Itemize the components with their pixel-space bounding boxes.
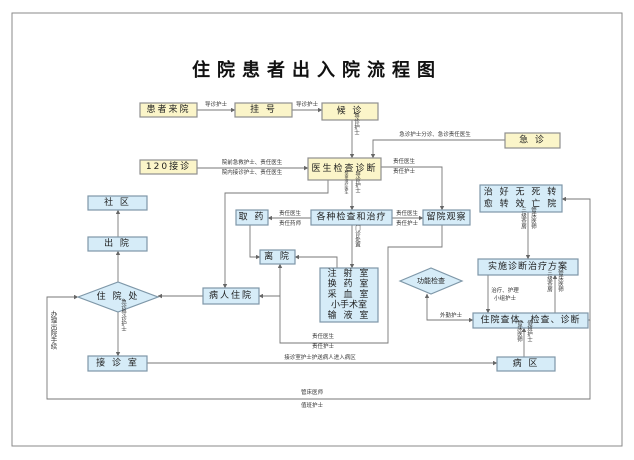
svg-text:输 液 室: 输 液 室 [328, 309, 371, 321]
label-resp-doctor: 责任医生 [312, 332, 335, 340]
label-duty-nurse: 值班护士 [526, 319, 533, 343]
node-treatment-rooms: 注 射 室 换 药 室 采 血 室 小手术室 输 液 室 [319, 267, 379, 323]
edge-labels: 导诊护士 导诊护士 导诊护士 院前急救护士、责任医生 院内接诊护士、责任医生 急… [49, 100, 564, 409]
label-resp-pharmacist: 责任药师 [279, 219, 302, 227]
svg-text:实施诊断治疗方案: 实施诊断治疗方案 [488, 260, 568, 272]
node-leave-hospital: 离 院 [259, 249, 296, 265]
label-escort: 接诊室护士护送病人进入病区 [284, 353, 356, 361]
svg-text:治 好 无 死 转: 治 好 无 死 转 [484, 186, 558, 198]
svg-text:患者来院: 患者来院 [146, 103, 190, 115]
label-resp-doctor: 责任医生 [279, 209, 302, 217]
svg-text:住 院 处: 住 院 处 [97, 290, 140, 302]
node-admission-office: 住 院 处 [76, 281, 160, 313]
node-outcome: 治 好 无 死 转愈 转 效 亡 院 [479, 184, 563, 213]
label-exam-doctor: 检查治疗医生 [345, 169, 350, 194]
label-prehospital: 院前急救护士、责任医生 [222, 158, 283, 166]
label-guide-nurse: 导诊护士 [354, 171, 361, 194]
node-120-reception: 120接诊 [139, 159, 198, 175]
svg-text:功能检查: 功能检查 [417, 276, 445, 285]
label-field-nurse: 外勤护士 [440, 311, 463, 319]
node-ward: 病 区 [496, 356, 556, 372]
label-resp-doctor: 责任医生 [393, 157, 416, 165]
label-ward-round: 三级查房 [546, 270, 553, 294]
node-registration: 挂 号 [234, 102, 293, 118]
svg-text:急 诊: 急 诊 [519, 134, 546, 146]
node-reception-room: 接 诊 室 [87, 355, 148, 372]
label-emergency-triage: 急诊护士分诊、急诊责任医生 [399, 130, 471, 138]
node-function-test: 功能检查 [398, 267, 464, 295]
svg-text:采 血 室: 采 血 室 [328, 288, 371, 300]
node-pharmacy: 取 药 [235, 209, 269, 226]
label-emergency-guide-nurse: 急诊导诊护士 [120, 297, 127, 332]
label-resp-nurse: 责任护士 [393, 167, 416, 175]
label-bed-doctor: 管床医师 [516, 319, 523, 344]
svg-text:留院观察: 留院观察 [426, 211, 466, 223]
label-discharge-procedure: 办理出院手续 [49, 309, 57, 351]
node-observation: 留院观察 [422, 209, 471, 226]
svg-text:愈 转 效 亡 院: 愈 转 效 亡 院 [484, 198, 558, 210]
edge-rooms-leave [294, 254, 338, 268]
label-guide-nurse: 导诊护士 [205, 100, 228, 108]
label-resp-doctor: 责任医生 [396, 209, 419, 217]
label-outpatient-disposal: 门诊处置 [354, 224, 361, 248]
node-waiting: 候 诊 [321, 102, 379, 121]
edge-inpatient-outcome [561, 196, 591, 321]
node-inpatient-exam: 住院查体、检查、诊断 [472, 312, 589, 329]
node-discharge: 出 院 [87, 236, 148, 252]
edge-emergency-doctor [370, 139, 505, 159]
svg-text:病 区: 病 区 [513, 357, 540, 369]
node-admission: 病人住院 [202, 287, 260, 305]
node-treatment-plan: 实施诊断治疗方案 [477, 258, 579, 276]
label-guide-nurse: 导诊护士 [296, 100, 319, 108]
svg-text:接 诊 室: 接 诊 室 [96, 357, 139, 369]
label-inhospital: 院内接诊护士、责任医生 [222, 168, 283, 176]
page-title: 住院患者出入院流程图 [192, 59, 442, 81]
svg-text:120接诊: 120接诊 [146, 160, 191, 172]
label-treatment-nursing: 治疗、护理 [491, 286, 519, 294]
edge-discharge-loop [46, 294, 591, 400]
node-emergency: 急 诊 [504, 132, 561, 149]
svg-text:住院查体、检查、诊断: 住院查体、检查、诊断 [480, 314, 580, 326]
node-doctor-exam: 医生检查诊断 [307, 157, 382, 181]
edge-pharmacy-leave [249, 225, 261, 260]
svg-text:取 药: 取 药 [239, 212, 266, 223]
label-ward-round: 三级查房 [520, 207, 527, 231]
svg-text:离 院: 离 院 [264, 250, 291, 262]
svg-text:出 院: 出 院 [104, 237, 131, 249]
svg-text:小手术室: 小手术室 [331, 299, 367, 311]
svg-text:各种检查和治疗: 各种检查和治疗 [316, 211, 386, 223]
label-guide-nurse: 导诊护士 [353, 113, 360, 136]
connectors [46, 107, 591, 400]
label-group-nurse: 小组护士 [494, 294, 517, 302]
svg-text:换 药 室: 换 药 室 [328, 278, 371, 290]
node-patient-arrival: 患者来院 [139, 102, 198, 118]
svg-text:候 诊: 候 诊 [337, 105, 364, 117]
label-bed-doctor: 管床医师 [530, 206, 537, 231]
svg-text:社 区: 社 区 [104, 196, 131, 208]
edge-doctor-admission [222, 180, 329, 289]
svg-text:病人住院: 病人住院 [209, 289, 253, 301]
node-community: 社 区 [87, 195, 148, 211]
label-bed-doctor: 管床医师 [557, 269, 564, 294]
edge-observation-leave [277, 225, 443, 344]
label-duty-nurse: 值班护士 [301, 401, 324, 409]
svg-text:注 射 室: 注 射 室 [328, 267, 371, 279]
label-resp-nurse: 责任护士 [312, 342, 335, 350]
node-exam-treatment: 各种检查和治疗 [310, 209, 393, 226]
label-bed-doctor: 管床医师 [301, 388, 324, 396]
svg-text:医生检查诊断: 医生检查诊断 [311, 162, 377, 174]
outer-frame [11, 12, 623, 447]
svg-text:挂 号: 挂 号 [250, 103, 277, 115]
edge-doctor-observation [381, 166, 445, 211]
label-resp-nurse: 责任护士 [396, 219, 419, 227]
